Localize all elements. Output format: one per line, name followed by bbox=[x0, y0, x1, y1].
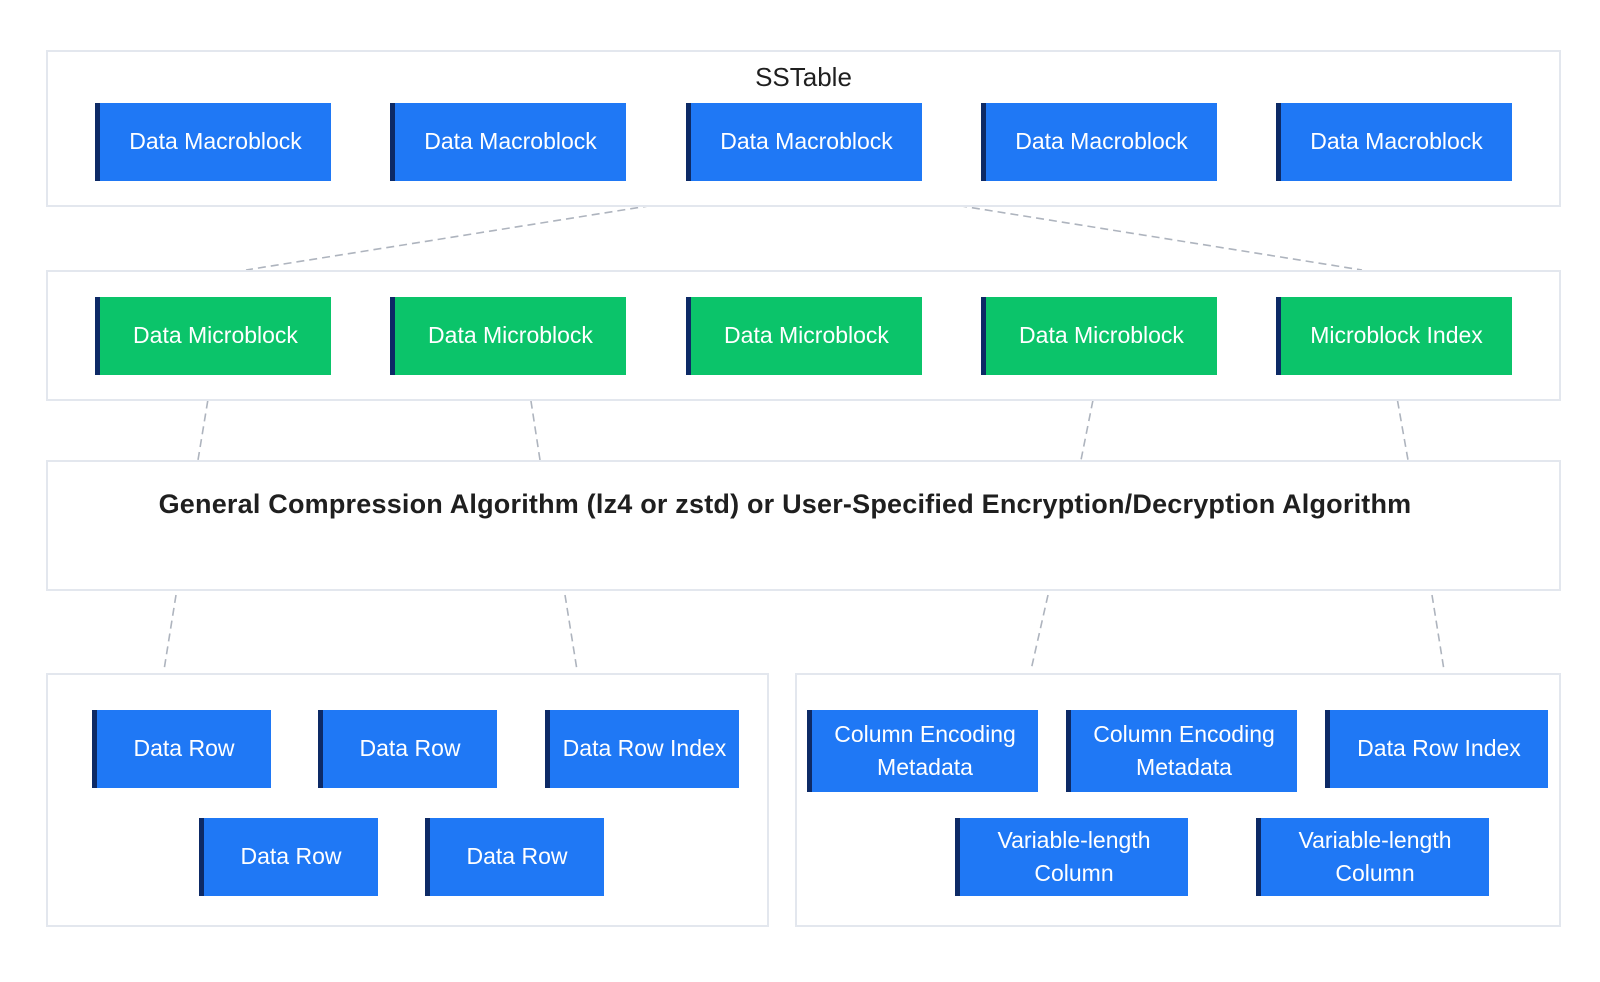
column-encoding-metadata-1[interactable]: Column Encoding Metadata bbox=[807, 710, 1038, 792]
data-row-2[interactable]: Data Row bbox=[318, 710, 497, 788]
algorithm-panel bbox=[46, 460, 1561, 591]
data-microblock-1[interactable]: Data Microblock bbox=[95, 297, 331, 375]
data-macroblock-5[interactable]: Data Macroblock bbox=[1276, 103, 1512, 181]
data-microblock-3[interactable]: Data Microblock bbox=[686, 297, 922, 375]
data-microblock-4[interactable]: Data Microblock bbox=[981, 297, 1217, 375]
data-row-1[interactable]: Data Row bbox=[92, 710, 271, 788]
algo-to-row-left bbox=[163, 594, 177, 671]
data-row-index[interactable]: Data Row Index bbox=[545, 710, 739, 788]
algo-to-col-left bbox=[1030, 594, 1049, 671]
data-macroblock-3[interactable]: Data Macroblock bbox=[686, 103, 922, 181]
data-macroblock-1[interactable]: Data Macroblock bbox=[95, 103, 331, 181]
data-row-3[interactable]: Data Row bbox=[199, 818, 378, 896]
data-row-4[interactable]: Data Row bbox=[425, 818, 604, 896]
column-encoding-metadata-2[interactable]: Column Encoding Metadata bbox=[1066, 710, 1297, 792]
algo-to-row-right bbox=[564, 594, 578, 671]
data-macroblock-4[interactable]: Data Macroblock bbox=[981, 103, 1217, 181]
algo-to-col-right bbox=[1431, 594, 1445, 671]
data-macroblock-2[interactable]: Data Macroblock bbox=[390, 103, 626, 181]
sstable-title: SSTable bbox=[755, 62, 852, 92]
data-microblock-2[interactable]: Data Microblock bbox=[390, 297, 626, 375]
variable-length-column-2[interactable]: Variable-length Column bbox=[1256, 818, 1489, 896]
column-data-row-index[interactable]: Data Row Index bbox=[1325, 710, 1548, 788]
microblock-index[interactable]: Microblock Index bbox=[1276, 297, 1512, 375]
variable-length-column-1[interactable]: Variable-length Column bbox=[955, 818, 1188, 896]
algorithm-label: General Compression Algorithm (lz4 or zs… bbox=[158, 489, 1412, 519]
